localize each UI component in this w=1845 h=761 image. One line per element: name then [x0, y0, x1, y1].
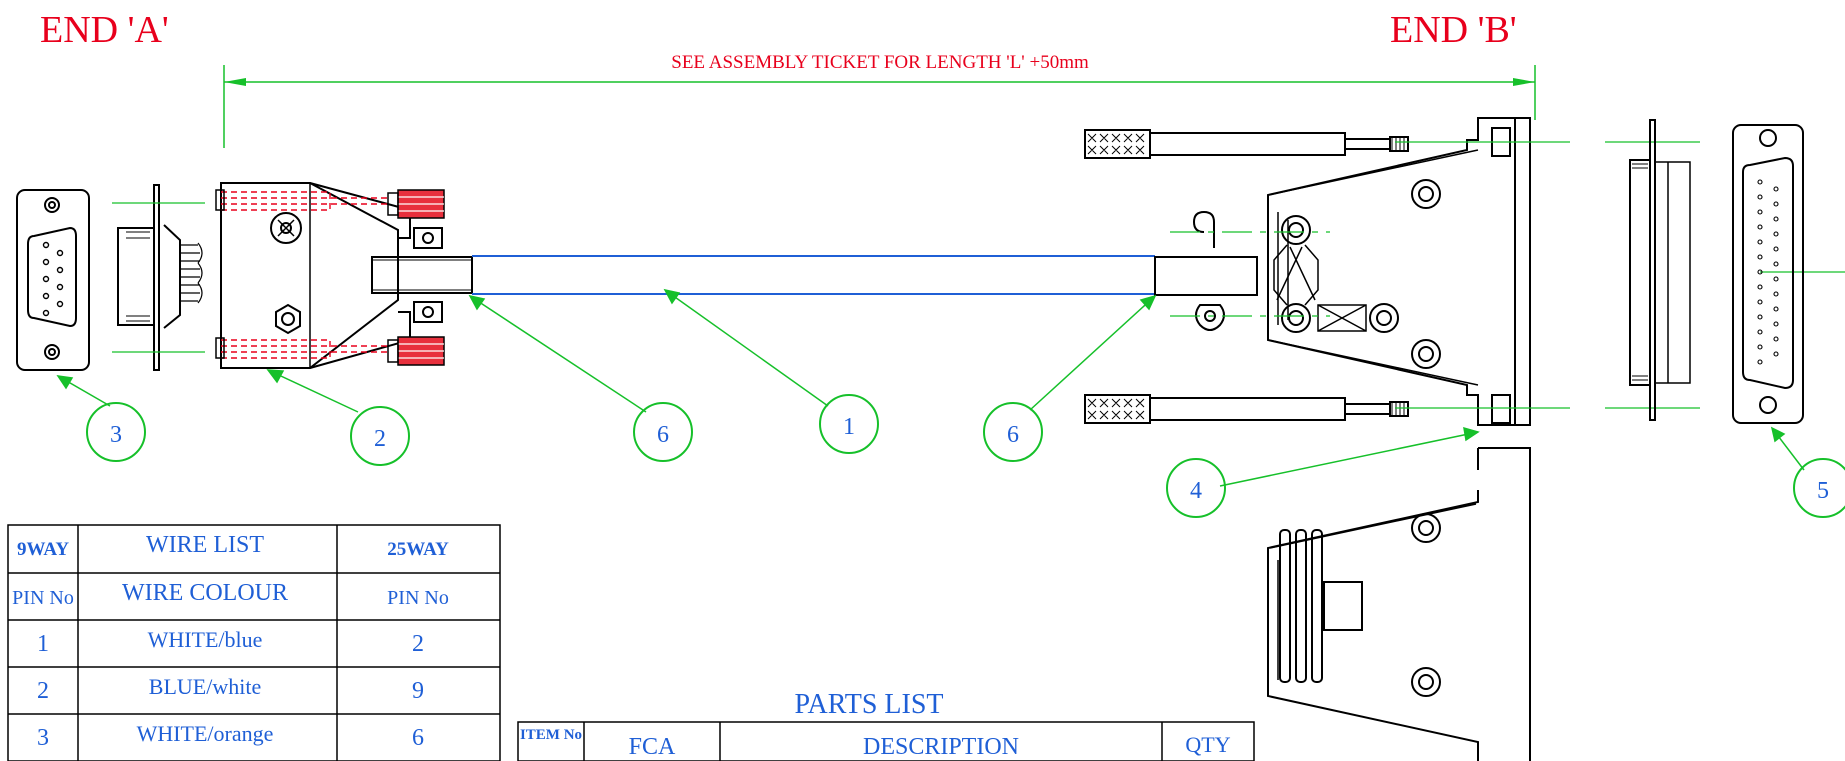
- wire-row-3-colour: WHITE/orange: [137, 721, 274, 746]
- wire-row-3-pin25: 6: [412, 725, 424, 751]
- wire-list-9way-header: 9WAY: [17, 539, 69, 560]
- balloon-5: [1793, 458, 1845, 518]
- balloons: 3 2 6 1 6 4 5: [86, 394, 1845, 518]
- cable: [472, 255, 1155, 295]
- balloon-3-label: 3: [110, 422, 122, 448]
- balloon-1: [819, 394, 879, 454]
- balloon-6-right: [983, 402, 1043, 462]
- parts-list-description-header: DESCRIPTION: [863, 734, 1019, 760]
- hood-screw-heads: [215, 189, 225, 359]
- balloon-6-right-label: 6: [1007, 422, 1019, 448]
- centre-lines: [112, 141, 1845, 409]
- parts-list-table: PARTS LIST ITEM No FCA DESCRIPTION QTY: [517, 689, 1255, 761]
- length-dimension: [223, 65, 1536, 148]
- db9-front-view: [16, 189, 90, 371]
- db9-hood: [220, 182, 473, 369]
- balloon-2: [350, 406, 410, 466]
- wire-row-3-pin9: 3: [37, 725, 49, 751]
- length-note: SEE ASSEMBLY TICKET FOR LENGTH 'L' +50mm: [671, 52, 1089, 73]
- wire-list-25way-header: 25WAY: [387, 539, 449, 560]
- wire-row-2-colour: BLUE/white: [149, 674, 261, 699]
- balloon-4: [1166, 458, 1226, 518]
- wire-list-colour-header: WIRE COLOUR: [122, 580, 288, 606]
- wire-row-1-colour: WHITE/blue: [148, 627, 263, 652]
- hood-hidden-screws: [221, 191, 388, 359]
- thumbscrew-knobs: [387, 189, 445, 366]
- wire-list-pin-no-9way: PIN No: [12, 587, 74, 609]
- balloon-2-label: 2: [374, 426, 386, 452]
- parts-list-item-header: ITEM No: [520, 727, 582, 743]
- wire-row-2-pin25: 9: [412, 678, 424, 704]
- db25-hood-shell: [1267, 447, 1531, 761]
- balloon-1-label: 1: [843, 414, 855, 440]
- wire-row-1-pin25: 2: [412, 631, 424, 657]
- db25-front-view: [1732, 124, 1804, 424]
- end-b-label: END 'B': [1390, 9, 1517, 51]
- parts-list-title: PARTS LIST: [795, 689, 944, 720]
- parts-list-qty-header: QTY: [1185, 732, 1230, 757]
- db25-side-view: [1629, 119, 1691, 421]
- wire-list-pin-no-25way: PIN No: [387, 587, 449, 609]
- db9-side-view: [117, 184, 203, 371]
- parts-list-fca-header: FCA: [629, 734, 676, 760]
- wire-list-title: WIRE LIST: [146, 532, 264, 558]
- balloon-6-left-label: 6: [657, 422, 669, 448]
- wire-row-1-pin9: 1: [37, 631, 49, 657]
- wire-list-table: 9WAY WIRE LIST 25WAY PIN No WIRE COLOUR …: [7, 524, 501, 761]
- balloon-4-label: 4: [1190, 478, 1202, 504]
- wire-row-2-pin9: 2: [37, 678, 49, 704]
- end-a-label: END 'A': [40, 9, 169, 51]
- ferrule-end-b: [1154, 256, 1258, 296]
- db25-hood: [1084, 117, 1531, 426]
- balloon-5-label: 5: [1817, 478, 1829, 504]
- leader-lines: [56, 288, 1805, 487]
- balloon-6-left: [633, 402, 693, 462]
- balloon-3: [86, 402, 146, 462]
